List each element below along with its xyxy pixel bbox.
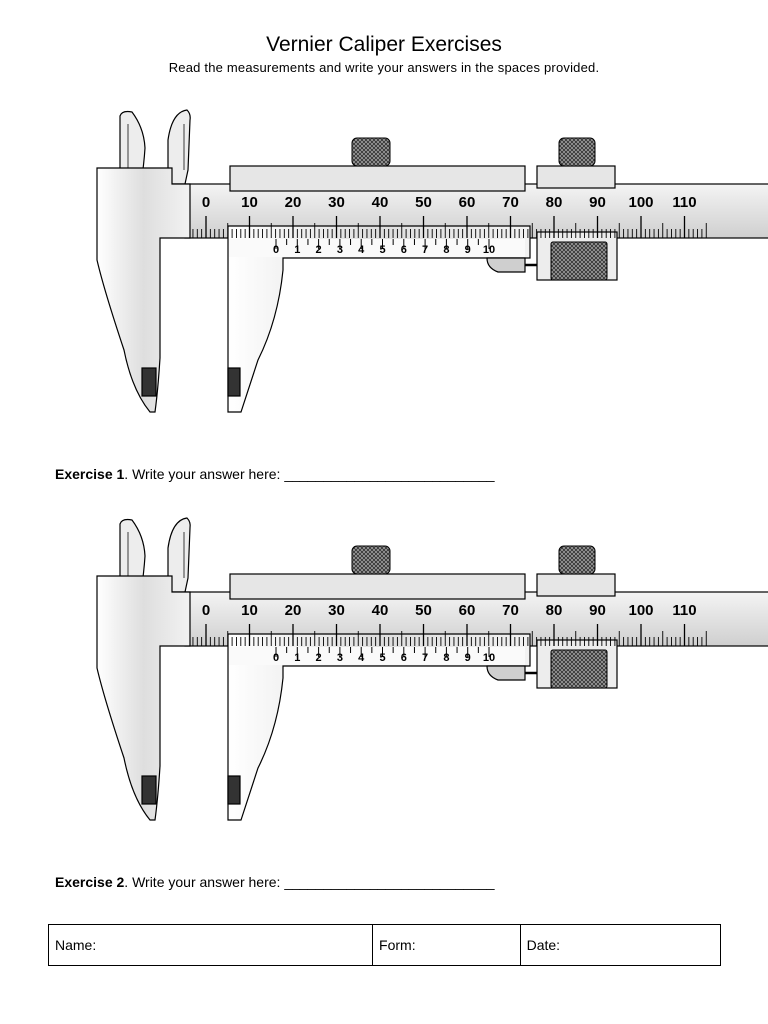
vernier-scale-label: 3 <box>337 652 343 664</box>
page-title: Vernier Caliper Exercises <box>266 33 502 56</box>
main-scale-label: 70 <box>502 194 519 211</box>
slider-top <box>229 165 526 192</box>
vernier-scale-label: 2 <box>316 652 322 664</box>
date-label: Date: <box>526 937 561 953</box>
main-scale-label: 60 <box>459 602 476 619</box>
fine-adjust-top <box>536 165 616 189</box>
form-label: Form: <box>379 937 416 953</box>
exercise-1-answer-blank[interactable]: ___________________________ <box>284 466 495 482</box>
exercise-1-label: Exercise 1 <box>55 466 125 482</box>
depth-rod <box>486 665 526 681</box>
exercise-1-line: Exercise 1. Write your answer here: ____… <box>55 466 495 482</box>
vernier-scale-label: 0 <box>273 244 279 256</box>
main-scale-label: 100 <box>628 194 653 211</box>
page-subtitle: Read the measurements and write your ans… <box>168 60 600 75</box>
vernier-scale-label: 6 <box>401 652 407 664</box>
fine-adjust-screw <box>558 137 596 167</box>
main-scale-label: 10 <box>241 602 258 619</box>
main-scale-label: 80 <box>546 602 563 619</box>
vernier-scale-label: 1 <box>294 652 300 664</box>
fine-adjust-wheel <box>550 241 608 281</box>
vernier-scale-label: 6 <box>401 244 407 256</box>
main-scale-label: 20 <box>285 602 302 619</box>
exercise-2-prompt: . Write your answer here: <box>124 874 281 890</box>
vernier-scale-label: 7 <box>422 244 428 256</box>
main-scale-label: 110 <box>672 194 696 211</box>
vernier-scale-label: 4 <box>358 652 365 664</box>
main-scale-label: 80 <box>546 194 563 211</box>
fine-adjust-screw <box>558 545 596 575</box>
vernier-scale-label: 10 <box>483 244 495 256</box>
clamp-screw <box>351 137 391 167</box>
vernier-scale-label: 9 <box>465 244 471 256</box>
vernier-scale-label: 7 <box>422 652 428 664</box>
main-scale-label: 30 <box>328 602 345 619</box>
clamp-screw <box>351 545 391 575</box>
main-scale-label: 40 <box>372 602 389 619</box>
main-scale-label: 50 <box>415 602 432 619</box>
vernier-scale-label: 1 <box>294 244 300 256</box>
vernier-scale-label: 8 <box>443 244 449 256</box>
name-label: Name: <box>55 937 97 953</box>
main-scale-label: 90 <box>589 194 606 211</box>
main-scale-label: 110 <box>672 602 696 619</box>
main-scale-label: 90 <box>589 602 606 619</box>
main-scale-label: 10 <box>241 194 258 211</box>
slider-top <box>229 573 526 600</box>
main-scale-label: 100 <box>628 602 653 619</box>
vernier-scale-label: 3 <box>337 244 343 256</box>
main-scale-label: 50 <box>415 194 432 211</box>
main-scale-label: 0 <box>202 194 210 211</box>
vernier-scale-label: 9 <box>465 652 471 664</box>
main-scale-label: 0 <box>202 602 210 619</box>
main-scale-label: 70 <box>502 602 519 619</box>
exercise-1-prompt: . Write your answer here: <box>124 466 281 482</box>
fine-adjust-top <box>536 573 616 597</box>
name-field[interactable]: Name: <box>49 925 374 965</box>
date-field[interactable]: Date: <box>521 925 720 965</box>
form-field[interactable]: Form: <box>373 925 521 965</box>
vernier-scale-label: 0 <box>273 652 279 664</box>
vernier-scale-label: 5 <box>379 244 385 256</box>
vernier-scale-label: 5 <box>379 652 385 664</box>
depth-rod <box>486 257 526 273</box>
vernier-scale-label: 8 <box>443 652 449 664</box>
fixed-jaw <box>96 167 191 413</box>
exercise-2-label: Exercise 2 <box>55 874 125 890</box>
vernier-scale-label: 2 <box>316 244 322 256</box>
main-scale-label: 30 <box>328 194 345 211</box>
vernier-scale-label: 4 <box>358 244 365 256</box>
vernier-scale-label: 10 <box>483 652 495 664</box>
exercise-2-answer-blank[interactable]: ___________________________ <box>284 874 495 890</box>
main-scale-label: 40 <box>372 194 389 211</box>
vernier-caliper-1: 0 10 20 30 40 50 60 70 80 90 100 110 0 1 2 3 4 5 6 7 8 9 10 <box>96 109 768 413</box>
fine-adjust-wheel <box>550 649 608 689</box>
exercise-2-line: Exercise 2. Write your answer here: ____… <box>55 874 495 890</box>
fixed-jaw <box>96 575 191 821</box>
main-scale-label: 20 <box>285 194 302 211</box>
vernier-caliper-2: 0 10 20 30 40 50 60 70 80 90 100 110 0 1 2 3 4 5 6 7 8 9 10 <box>96 517 768 821</box>
student-info-table: Name: Form: Date: <box>48 924 721 966</box>
main-scale-label: 60 <box>459 194 476 211</box>
